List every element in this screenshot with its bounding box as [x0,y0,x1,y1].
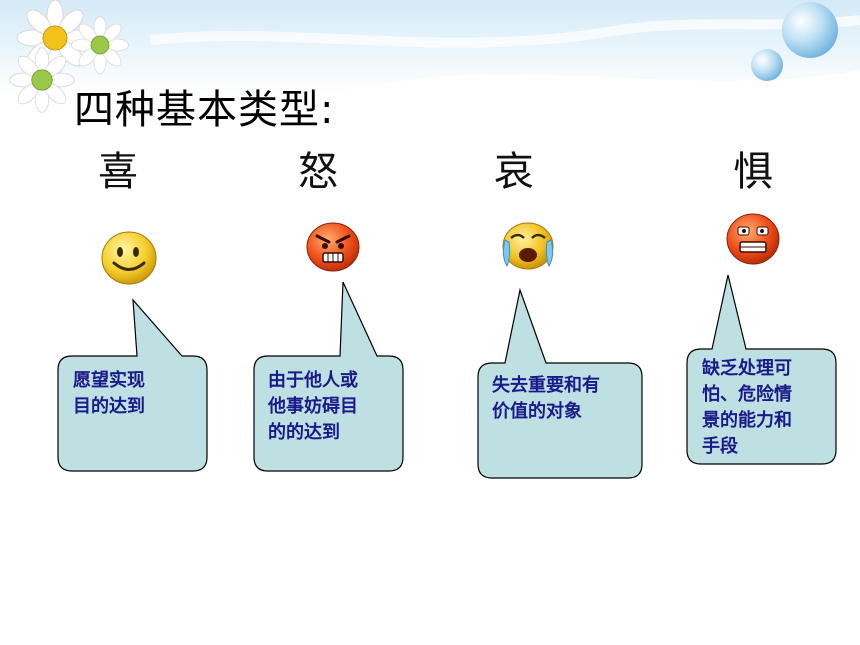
slide-title: 四种基本类型: [74,87,335,133]
callout-text-joy: 愿望实现目的达到 [73,368,203,420]
callout-line: 手段 [702,436,738,457]
callout-line: 景的能力和 [702,410,792,431]
emotion-label-anger: 怒 [298,149,338,195]
callout-line: 缺乏处理可 [702,358,792,379]
callout-line: 怕、危险情 [702,384,792,405]
callout-line: 由于他人或 [268,370,358,391]
daisy-flower-icon [9,47,75,113]
happy-face-icon [101,231,157,285]
callout-text-fear: 缺乏处理可怕、危险情景的能力和手段 [702,356,832,460]
callout-line: 失去重要和有 [492,375,600,396]
decorative-banner [0,0,860,113]
daisy-flower-icon [71,16,129,74]
callout-line: 价值的对象 [492,401,582,422]
crying-face-icon [502,222,554,270]
callout-text-sorrow: 失去重要和有价值的对象 [492,373,638,425]
emotion-label-fear: 惧 [733,149,773,195]
callout-line: 目的达到 [73,396,145,417]
angry-face-icon [306,222,360,272]
scared-face-icon [726,213,780,265]
emotion-label-sorrow: 哀 [494,149,534,195]
callout-text-anger: 由于他人或他事妨碍目的的达到 [268,368,398,446]
emotion-label-joy: 喜 [98,149,138,195]
callout-line: 愿望实现 [73,370,145,391]
callout-line: 的的达到 [268,422,340,443]
bubble-icon [751,49,783,81]
callout-line: 他事妨碍目 [268,396,358,417]
bubble-icon [782,2,838,58]
